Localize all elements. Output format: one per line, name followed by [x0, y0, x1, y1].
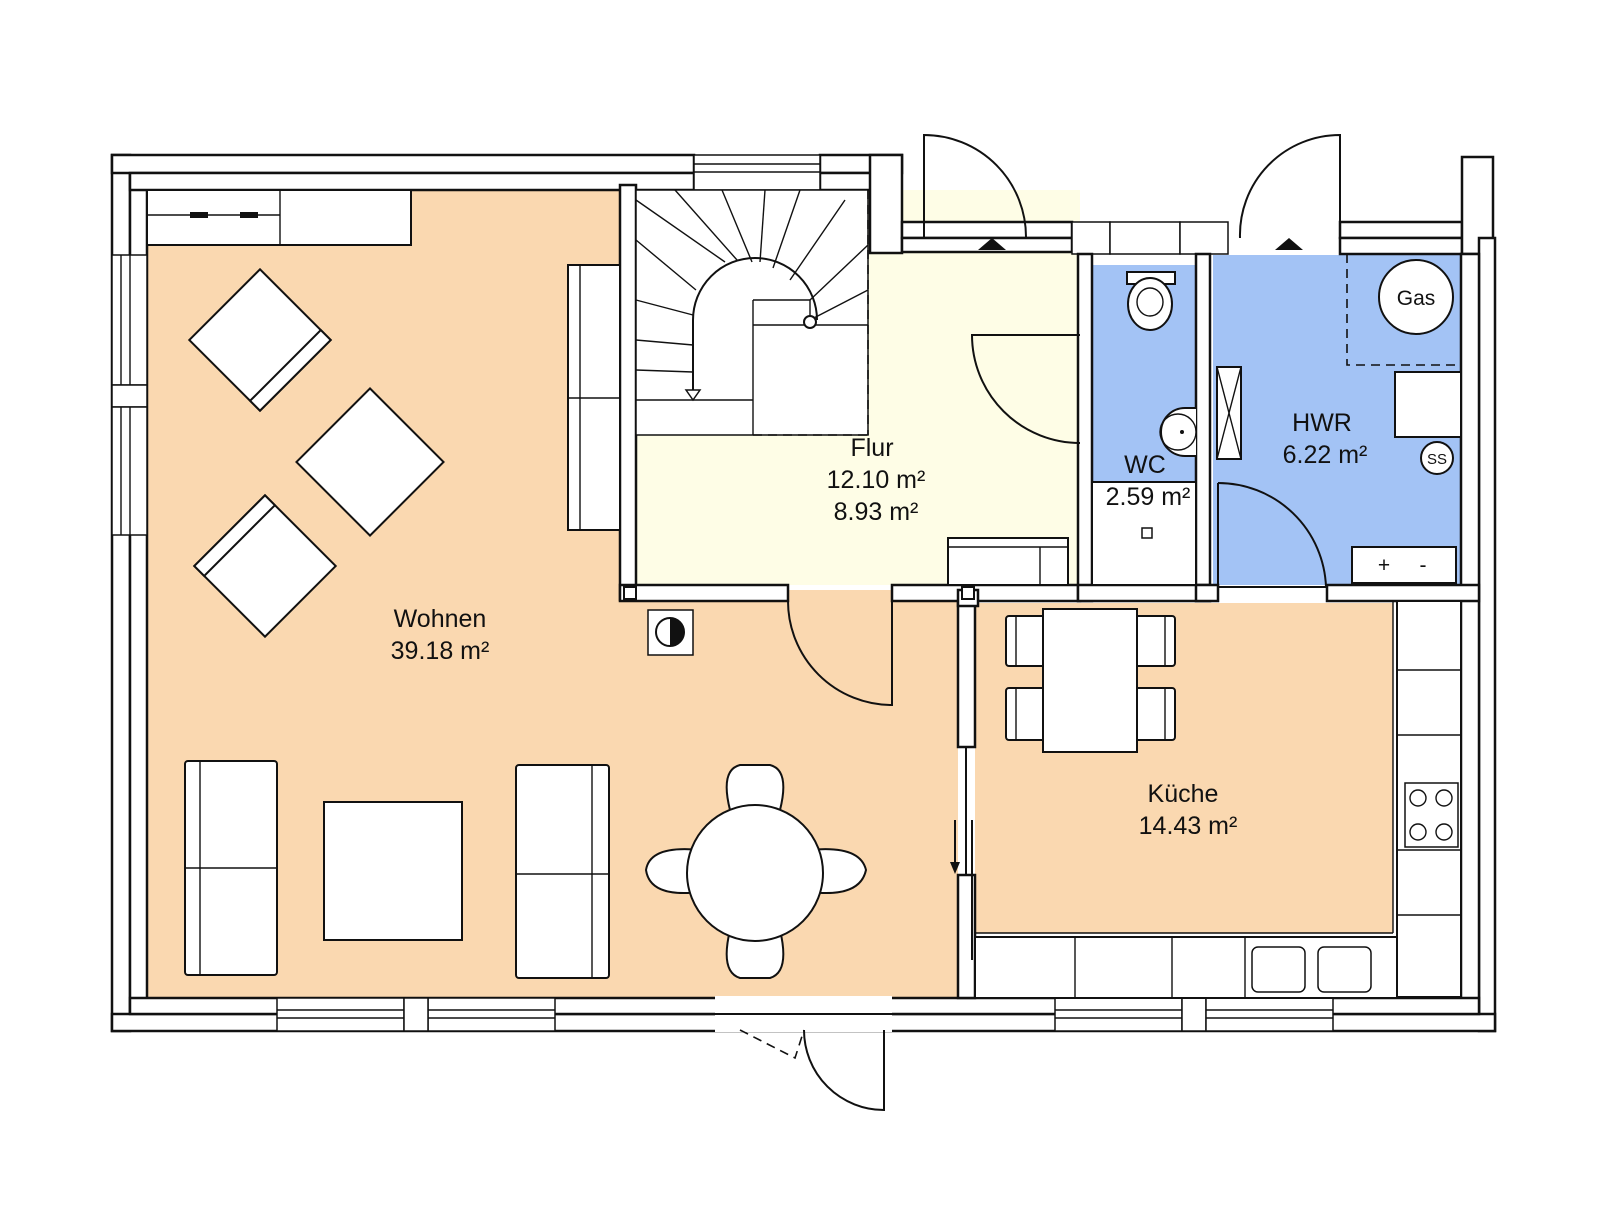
wall-wc-bottom: [1076, 583, 1212, 603]
coffee-table: [323, 801, 463, 941]
wc-area: 2.59 m²: [1106, 483, 1191, 511]
ss-label: SS: [1427, 451, 1447, 468]
wall-top-left: [110, 153, 696, 175]
sofa-right: [515, 764, 610, 979]
door-bottom-dashed: [739, 1029, 805, 1060]
window-bottom-mullion-2: [1181, 997, 1207, 1032]
column-2: [961, 586, 975, 600]
thermostat-icon: [647, 609, 694, 656]
door-wc: [970, 334, 1081, 444]
wc-fixtures: [1091, 271, 1197, 586]
sideboard-handle-1: [190, 212, 208, 218]
door-bottom-swing: [803, 1029, 885, 1112]
sink-icon: [1160, 407, 1196, 457]
door-hwr: [1217, 482, 1328, 588]
wohnen-furniture: [146, 189, 868, 979]
window-bottom-3: [1205, 997, 1334, 1032]
armchair-1: [187, 267, 333, 413]
window-left-mullion: [111, 384, 148, 408]
kueche-name: Küche: [1148, 780, 1219, 808]
window-bottom-mullion-1: [403, 997, 429, 1032]
panel-plus: +: [1378, 554, 1390, 577]
dining-table: [1005, 608, 1176, 753]
window-hwr: [1179, 221, 1229, 255]
round-dining-set: [644, 764, 868, 979]
hwr-counter: [1394, 371, 1462, 438]
interior-doors: [787, 334, 1328, 960]
gas-label: Gas: [1397, 287, 1436, 310]
panel-minus: -: [1420, 554, 1427, 577]
door-top-right-swing: [1238, 133, 1341, 239]
stair-start: [803, 315, 817, 329]
round-table: [686, 804, 824, 942]
wall-top-right-inner: [1338, 236, 1464, 256]
wall-right-outer: [1477, 236, 1497, 1033]
wall-wc-left: [1076, 252, 1094, 603]
stair-arrow: [684, 389, 702, 402]
wall-step-right: [868, 153, 904, 255]
window-bottom-1b: [427, 997, 556, 1032]
flur-name: Flur: [850, 434, 893, 462]
kitchen-furniture: [974, 600, 1462, 999]
wall-flur-bottom-left: [618, 583, 790, 603]
stair-direction: [692, 257, 818, 390]
stove-icon: [1404, 782, 1459, 848]
entrance-marker-2: [1275, 238, 1303, 250]
windows: [111, 154, 1334, 1032]
room-labels: Wohnen 39.18 m² Flur 12.10 m² 8.93 m² WC…: [391, 409, 1368, 840]
column-1: [623, 586, 637, 600]
kitchen-table: [1042, 608, 1138, 753]
armchair-3: [192, 493, 338, 639]
electric-panel: [1351, 546, 1457, 584]
gas-boiler: [1378, 259, 1454, 335]
wall-top-left-inner: [128, 171, 696, 192]
window-wc-2: [1109, 221, 1181, 255]
sideboard-top: [146, 189, 412, 246]
wall-top-step: [900, 220, 1074, 240]
sofa-left: [184, 760, 278, 976]
kueche-area: 14.43 m²: [1139, 812, 1238, 840]
interior-walls: [618, 183, 1481, 1000]
wall-top-right: [1338, 220, 1464, 240]
exterior-doors: [739, 133, 1341, 1112]
window-bottom-1: [276, 997, 405, 1032]
drain-icon: [1141, 527, 1153, 539]
wall-stair-left: [618, 183, 638, 602]
wall-hwr-bottom-left: [1194, 583, 1220, 603]
window-wc: [1071, 221, 1111, 255]
door-top-left-swing: [923, 133, 1028, 239]
armchair-2: [295, 387, 445, 537]
window-bottom-2: [1054, 997, 1183, 1032]
wohnen-area: 39.18 m²: [391, 637, 490, 665]
flur-furniture: [947, 537, 1069, 586]
hwr-area: 6.22 m²: [1283, 441, 1368, 469]
staircase: [635, 189, 869, 436]
wall-right-inner: [1459, 252, 1481, 1016]
door-flur-wohnen: [787, 600, 893, 707]
hwr-fixtures: Gas SS + -: [1216, 254, 1462, 584]
flur-area-secondary: 8.93 m²: [834, 498, 919, 526]
wall-kitchen-left: [956, 599, 977, 749]
wall-wc-right: [1194, 252, 1212, 603]
hwr-name: HWR: [1292, 409, 1352, 437]
flur-area: 12.10 m²: [827, 466, 926, 494]
sink-double-icon: [1251, 946, 1372, 993]
entrance-marker-1: [978, 238, 1006, 250]
wohnen-name: Wohnen: [394, 605, 487, 633]
sideboard-handle-2: [240, 212, 258, 218]
gas-enclosure: [1346, 254, 1461, 366]
wc-name: WC: [1124, 451, 1166, 479]
flur-cabinet: [947, 537, 1069, 586]
ss-icon: [1420, 441, 1454, 475]
wall-flur-bottom-right: [890, 583, 1082, 603]
toilet-icon: [1127, 277, 1173, 331]
wall-hwr-bottom: [1325, 583, 1481, 603]
